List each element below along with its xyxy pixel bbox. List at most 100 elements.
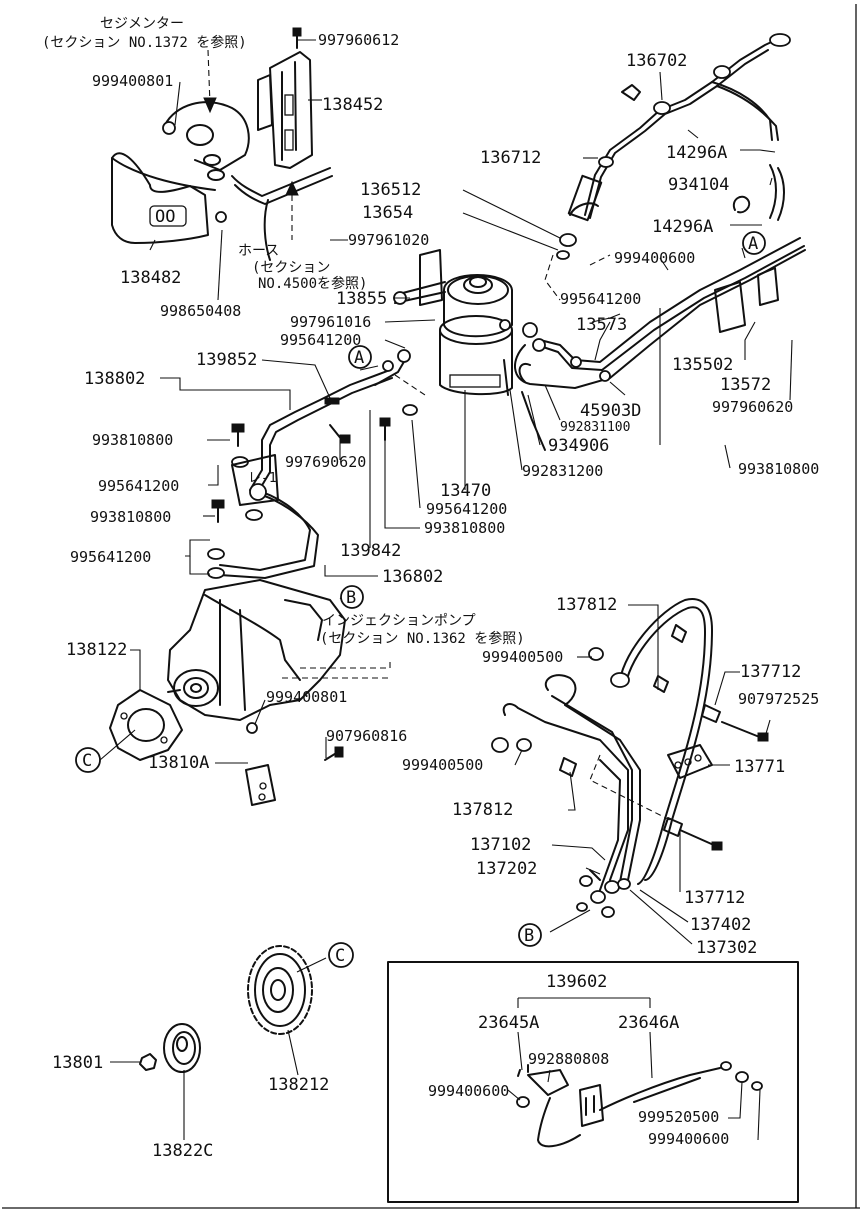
marker-A-top-right: A: [742, 231, 766, 255]
label-993810800-d: 993810800: [424, 519, 505, 537]
marker-A-top-right-label: A: [748, 234, 758, 254]
label-45903D: 45903D: [580, 401, 641, 421]
label-139852: 139852: [196, 350, 257, 370]
label-138452: 138452: [322, 95, 383, 115]
fuel-line-138802-drawing: [219, 349, 411, 579]
marker-B-pump-label: B: [346, 588, 356, 608]
section-notes: セジメンター (セクション NO.1372 を参照) ホース (セクション NO…: [42, 16, 525, 647]
marker-B-pipes: B: [518, 923, 542, 947]
label-13801: 13801: [52, 1053, 103, 1073]
label-992831200: 992831200: [522, 462, 603, 480]
label-137812-upper: 137812: [556, 595, 617, 615]
label-993810800-a: 993810800: [92, 431, 173, 449]
note-hose-section: (セクション: [252, 260, 330, 276]
label-136512: 136512: [360, 180, 421, 200]
label-999520500: 999520500: [638, 1108, 719, 1126]
marker-A-left: A: [348, 345, 372, 369]
label-997690620: 997690620: [285, 453, 366, 471]
label-135502: 135502: [672, 355, 733, 375]
label-138212: 138212: [268, 1075, 329, 1095]
label-137712-upper: 137712: [740, 662, 801, 682]
label-999400600-inset-b: 999400600: [648, 1130, 729, 1148]
label-907960816: 907960816: [326, 727, 407, 745]
label-995641200-filter: 995641200: [560, 290, 641, 308]
label-13573: 13573: [576, 315, 627, 335]
label-995641200-left: 995641200: [280, 331, 361, 349]
label-14296A-upper: 14296A: [666, 143, 727, 163]
bracket-13810A-drawing: [245, 746, 344, 806]
label-13771: 13771: [734, 757, 785, 777]
svg-text:OO: OO: [155, 207, 175, 227]
label-137102: 137102: [470, 835, 531, 855]
label-992831100: 992831100: [560, 420, 630, 435]
label-137202: 137202: [476, 859, 537, 879]
label-999400801-pump: 999400801: [266, 688, 347, 706]
label-999400500-a: 999400500: [482, 648, 563, 666]
part-labels: 997960612 999400801 138452 138482 998650…: [52, 31, 819, 1161]
label-997960620: 997960620: [712, 398, 793, 416]
label-13572: 13572: [720, 375, 771, 395]
label-14296A-lower: 14296A: [652, 217, 713, 237]
label-137402: 137402: [690, 915, 751, 935]
label-137812-lower: 137812: [452, 800, 513, 820]
label-137302: 137302: [696, 938, 757, 958]
note-sedimenter-title: セジメンター: [100, 16, 184, 32]
bracket-138452-drawing: [257, 27, 313, 169]
marker-B-pipes-label: B: [524, 926, 534, 946]
label-13470: 13470: [440, 481, 491, 501]
reference-markers: A A B B C C: [75, 231, 766, 968]
svg-text:レ-1: レ-1: [248, 471, 277, 486]
note-pump-title: インジェクションポンプ: [322, 613, 476, 629]
marker-C-gear: C: [328, 942, 354, 968]
label-997961020: 997961020: [348, 231, 429, 249]
inset-139602-drawing: [387, 961, 799, 1203]
label-907972525: 907972525: [738, 690, 819, 708]
label-934906: 934906: [548, 436, 609, 456]
marker-C-gasket: C: [75, 747, 101, 773]
sedimenter-bracket-drawing: OO: [111, 101, 333, 261]
label-138482: 138482: [120, 268, 181, 288]
label-997961016: 997961016: [290, 313, 371, 331]
label-934104: 934104: [668, 175, 729, 195]
label-999400500-b: 999400500: [402, 756, 483, 774]
leader-lines: [99, 39, 793, 1141]
seal-nut-drawing: [139, 1023, 201, 1073]
label-13822C: 13822C: [152, 1141, 213, 1161]
marker-C-gear-label: C: [335, 946, 345, 966]
label-999400801-top: 999400801: [92, 72, 173, 90]
label-13855: 13855: [336, 289, 387, 309]
fuel-filter-drawing: [393, 249, 513, 396]
injection-pipes-drawing: [491, 598, 769, 918]
note-hose-ref: NO.4500を参照): [258, 275, 367, 292]
marker-C-gasket-label: C: [82, 751, 92, 771]
gear-138212-drawing: [247, 945, 313, 1035]
label-139602: 139602: [546, 972, 607, 992]
injection-pump-drawing: [167, 579, 391, 734]
bolts-washers-drawing: レ-1: [207, 404, 418, 579]
label-999400600-inset: 999400600: [428, 1082, 509, 1100]
marker-A-left-label: A: [354, 348, 364, 368]
label-992880808: 992880808: [528, 1050, 609, 1068]
label-138122: 138122: [66, 640, 127, 660]
label-136712: 136712: [480, 148, 541, 168]
label-995641200-d: 995641200: [426, 500, 507, 518]
note-sedimenter-ref: (セクション NO.1372 を参照): [42, 34, 247, 51]
fuel-line-135502-drawing: [503, 237, 806, 451]
dashed-references: [203, 49, 611, 396]
label-136702: 136702: [626, 51, 687, 71]
label-997960612: 997960612: [318, 31, 399, 49]
label-138802: 138802: [84, 369, 145, 389]
label-13654: 13654: [362, 203, 413, 223]
label-995641200-e: 995641200: [70, 548, 151, 566]
label-993810800-c: 993810800: [90, 508, 171, 526]
label-137712-lower: 137712: [684, 888, 745, 908]
label-995641200-c: 995641200: [98, 477, 179, 495]
label-998650408: 998650408: [160, 302, 241, 320]
label-139842: 139842: [340, 541, 401, 561]
label-23645A: 23645A: [478, 1013, 539, 1033]
label-136802: 136802: [382, 567, 443, 587]
gasket-138122-drawing: [109, 689, 183, 761]
overflow-line-drawing: [556, 33, 791, 260]
label-23646A: 23646A: [618, 1013, 679, 1033]
